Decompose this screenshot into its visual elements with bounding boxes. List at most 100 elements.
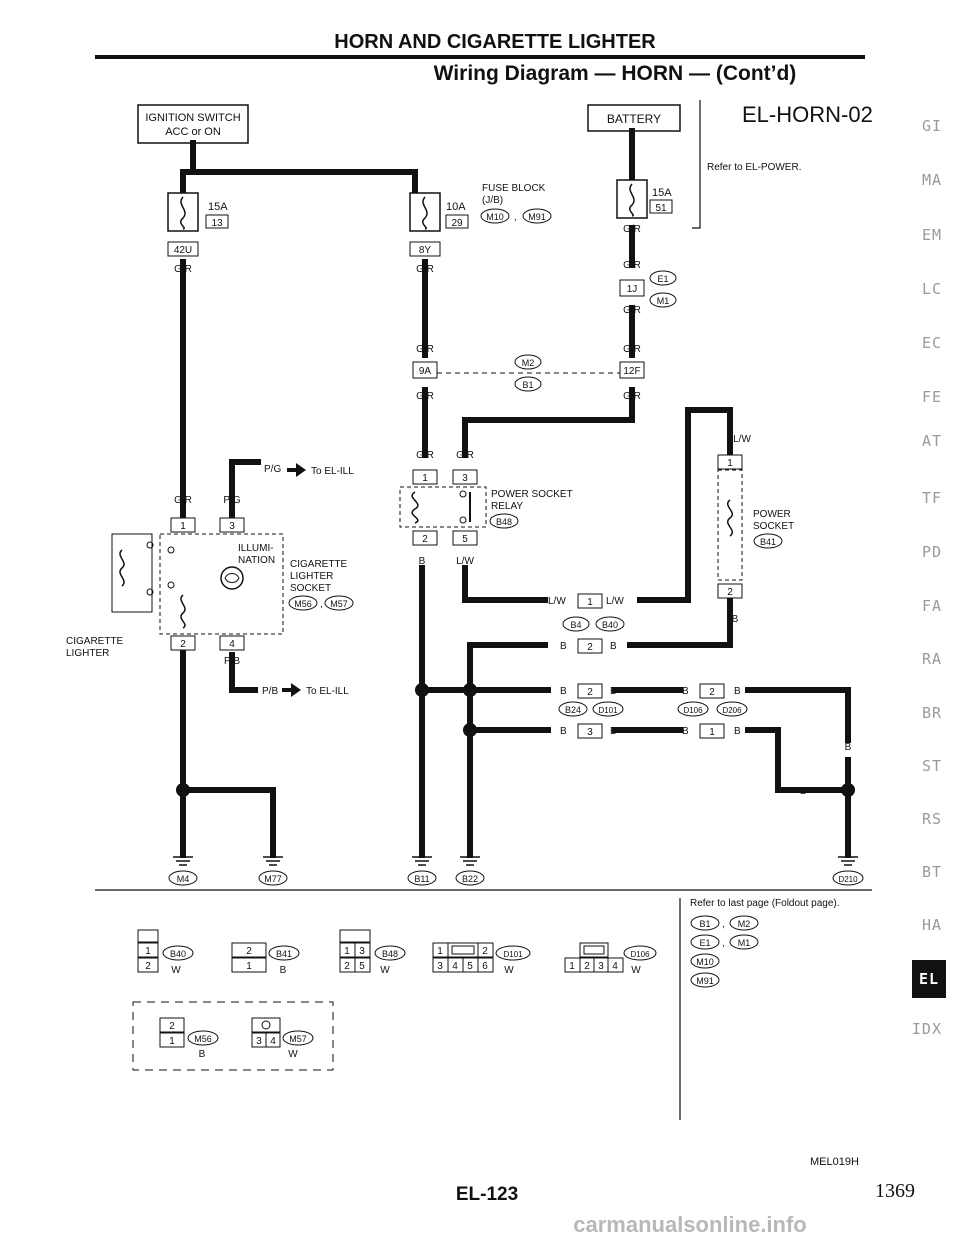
- svg-text:2: 2: [587, 642, 593, 653]
- svg-text:M2: M2: [738, 919, 751, 929]
- svg-text:M91: M91: [528, 212, 546, 222]
- tab-em[interactable]: EM: [921, 226, 942, 244]
- svg-text:W: W: [171, 965, 181, 976]
- svg-text:2: 2: [584, 961, 590, 972]
- svg-text:M57: M57: [330, 599, 348, 609]
- svg-text:B: B: [800, 786, 807, 797]
- fuse-15a-13: 15A 13 42U G/R: [167, 192, 229, 275]
- svg-text:B: B: [180, 837, 187, 848]
- svg-text:W: W: [631, 965, 641, 976]
- svg-text:W: W: [380, 965, 390, 976]
- svg-text:FUSE BLOCK: FUSE BLOCK: [482, 183, 546, 194]
- svg-text:B48: B48: [382, 949, 398, 959]
- ground-labels: B B B B M4 M77 B11 B22 D210: [168, 837, 864, 886]
- svg-text:SOCKET: SOCKET: [290, 583, 331, 594]
- svg-text:M1: M1: [657, 296, 670, 306]
- svg-text:B: B: [845, 742, 852, 753]
- tab-br[interactable]: BR: [921, 704, 942, 722]
- svg-text:M10: M10: [696, 957, 714, 967]
- svg-text:B: B: [199, 1049, 206, 1060]
- svg-text:D101: D101: [598, 706, 618, 715]
- tab-ra[interactable]: RA: [921, 650, 942, 668]
- svg-text:B: B: [682, 686, 689, 697]
- svg-text:,: ,: [722, 919, 725, 930]
- svg-text:L/W: L/W: [606, 596, 624, 607]
- svg-text:P/G: P/G: [223, 495, 240, 506]
- svg-text:M2: M2: [522, 358, 535, 368]
- page-title: HORN AND CIGARETTE LIGHTER: [334, 31, 656, 53]
- svg-text:M10: M10: [486, 212, 504, 222]
- svg-text:ILLUMI-: ILLUMI-: [238, 543, 274, 554]
- svg-text:51: 51: [655, 203, 667, 214]
- svg-text:1: 1: [180, 521, 186, 532]
- connector-view-m56-m57: 2 1 M56 B 3 4 M57 W: [132, 1001, 334, 1071]
- svg-text:D206: D206: [722, 706, 742, 715]
- svg-text:29: 29: [451, 218, 463, 229]
- svg-text:M4: M4: [177, 874, 190, 884]
- svg-text:G/R: G/R: [623, 344, 641, 355]
- tab-fa[interactable]: FA: [921, 597, 942, 615]
- svg-text:2: 2: [145, 961, 151, 972]
- page-number: 1369: [875, 1180, 915, 1202]
- tab-tf[interactable]: TF: [921, 489, 942, 507]
- tab-fe[interactable]: FE: [921, 388, 942, 406]
- svg-text:B40: B40: [170, 949, 186, 959]
- tab-at[interactable]: AT: [921, 432, 942, 450]
- svg-text:L/W: L/W: [456, 556, 474, 567]
- svg-text:5: 5: [359, 961, 365, 972]
- svg-text:B: B: [560, 726, 567, 737]
- svg-text:D106: D106: [630, 950, 650, 959]
- svg-text:5: 5: [467, 961, 473, 972]
- connector-view-b48: 1 3 2 5 B48 W: [339, 929, 406, 976]
- svg-text:B: B: [610, 641, 617, 652]
- svg-text:G/R: G/R: [416, 450, 434, 461]
- svg-text:B: B: [180, 656, 187, 667]
- svg-text:10A: 10A: [446, 201, 466, 213]
- cigarette-lighter-section: P/G To EL-ILL G/R P/G 1 3 ILLUMI- NATION…: [66, 463, 354, 797]
- title-rule: [95, 55, 865, 59]
- svg-text:M56: M56: [294, 599, 312, 609]
- svg-text:5: 5: [462, 534, 468, 545]
- connector-view-d101: 1 2 3 4 5 6 D101 W: [432, 942, 531, 976]
- svg-text:B: B: [280, 965, 287, 976]
- tab-bt[interactable]: BT: [921, 863, 942, 881]
- svg-text:9A: 9A: [419, 366, 432, 377]
- svg-text:L/W: L/W: [548, 596, 566, 607]
- svg-text:15A: 15A: [208, 201, 228, 213]
- tab-idx[interactable]: IDX: [911, 1020, 942, 1038]
- svg-text:3: 3: [229, 521, 235, 532]
- svg-text:1J: 1J: [627, 284, 638, 295]
- svg-text:1: 1: [246, 961, 252, 972]
- svg-text:2: 2: [587, 687, 593, 698]
- svg-text:G/R: G/R: [174, 264, 192, 275]
- svg-text:B41: B41: [760, 537, 776, 547]
- connector-view-d106: 1 2 3 4 D106 W: [564, 942, 657, 976]
- tab-st[interactable]: ST: [921, 757, 942, 775]
- svg-text:M77: M77: [264, 874, 282, 884]
- svg-text:4: 4: [229, 639, 235, 650]
- power-bracket: [692, 100, 701, 229]
- ignition-switch-mode: ACC or ON: [165, 126, 221, 138]
- tab-lc[interactable]: LC: [921, 280, 942, 298]
- svg-text:6: 6: [482, 961, 488, 972]
- svg-text:2: 2: [727, 587, 733, 598]
- tab-el[interactable]: EL: [912, 960, 946, 998]
- svg-text:B: B: [610, 686, 617, 697]
- tab-pd[interactable]: PD: [921, 543, 942, 561]
- svg-text:B: B: [610, 726, 617, 737]
- connector-view-b41: 2 1 B41 B: [231, 942, 300, 976]
- svg-text:3: 3: [256, 1036, 262, 1047]
- tab-ha[interactable]: HA: [921, 916, 942, 934]
- page-subtitle: Wiring Diagram — HORN — (Cont’d): [434, 62, 797, 85]
- svg-text:P/B: P/B: [262, 686, 278, 697]
- power-socket-relay: G/R G/R 1 3 2 5 POWER SOCKET RELAY B48 B…: [399, 450, 573, 567]
- svg-text:2: 2: [344, 961, 350, 972]
- tab-ec[interactable]: EC: [921, 334, 942, 352]
- tab-gi[interactable]: GI: [921, 117, 942, 135]
- tab-rs[interactable]: RS: [921, 810, 942, 828]
- svg-text:D106: D106: [683, 706, 703, 715]
- svg-text:2: 2: [246, 946, 252, 957]
- svg-text:B: B: [560, 686, 567, 697]
- connector-b4-b40: L/W 1 L/W B4 B40 B 2 B: [548, 593, 625, 654]
- tab-ma[interactable]: MA: [921, 171, 942, 189]
